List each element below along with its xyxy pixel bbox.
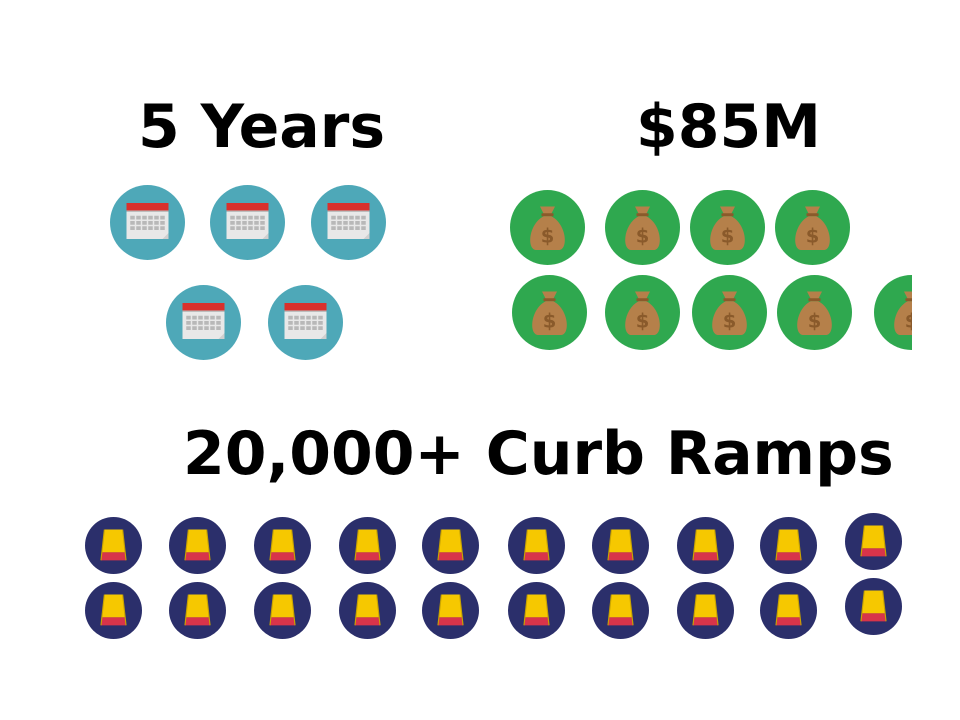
- icon-layer: $ $ $ $ $ $ $ $ $: [85, 185, 912, 639]
- curb-ramp-icon: [760, 517, 817, 574]
- money-bag-icon: $: [605, 275, 680, 350]
- calendar-icon: [268, 285, 343, 360]
- curb-ramps-heading: 20,000+ Curb Ramps: [183, 419, 894, 489]
- money-bag-icon: $: [510, 190, 585, 265]
- years-heading: 5 Years: [138, 92, 386, 162]
- curb-ramp-icon: [339, 582, 396, 639]
- svg-text:$: $: [905, 310, 912, 333]
- money-heading: $85M: [636, 92, 821, 162]
- curb-ramp-icon: [677, 517, 734, 574]
- curb-ramp-icon: [508, 582, 565, 639]
- curb-ramp-icon: [760, 582, 817, 639]
- money-bag-icon: $: [512, 275, 587, 350]
- curb-ramp-icon: [592, 517, 649, 574]
- svg-text:$: $: [636, 310, 650, 333]
- curb-ramp-icon: [169, 517, 226, 574]
- curb-ramp-icon: [254, 582, 311, 639]
- calendar-icon: [166, 285, 241, 360]
- curb-ramp-icon: [422, 517, 479, 574]
- calendar-icon: [311, 185, 386, 260]
- svg-text:$: $: [543, 310, 557, 333]
- calendar-icon: [210, 185, 285, 260]
- curb-ramp-icon: [845, 513, 902, 570]
- curb-ramp-icon: [677, 582, 734, 639]
- curb-ramp-icon: [85, 517, 142, 574]
- money-bag-icon: $: [605, 190, 680, 265]
- svg-text:$: $: [723, 310, 737, 333]
- curb-ramp-icon: [169, 582, 226, 639]
- money-bag-icon: $: [775, 190, 850, 265]
- money-bag-icon: $: [692, 275, 767, 350]
- curb-ramp-icon: [339, 517, 396, 574]
- curb-ramp-icon: [845, 578, 902, 635]
- calendar-icon: [110, 185, 185, 260]
- money-bag-icon: $: [690, 190, 765, 265]
- curb-ramp-icon: [508, 517, 565, 574]
- svg-text:$: $: [541, 225, 555, 248]
- curb-ramp-icon: [254, 517, 311, 574]
- curb-ramp-icon: [85, 582, 142, 639]
- money-bag-icon: $: [777, 275, 852, 350]
- svg-text:$: $: [806, 225, 820, 248]
- curb-ramp-icon: [422, 582, 479, 639]
- money-bag-icon: $: [874, 275, 912, 350]
- curb-ramp-icon: [592, 582, 649, 639]
- svg-text:$: $: [721, 225, 735, 248]
- svg-text:$: $: [808, 310, 822, 333]
- svg-text:$: $: [636, 225, 650, 248]
